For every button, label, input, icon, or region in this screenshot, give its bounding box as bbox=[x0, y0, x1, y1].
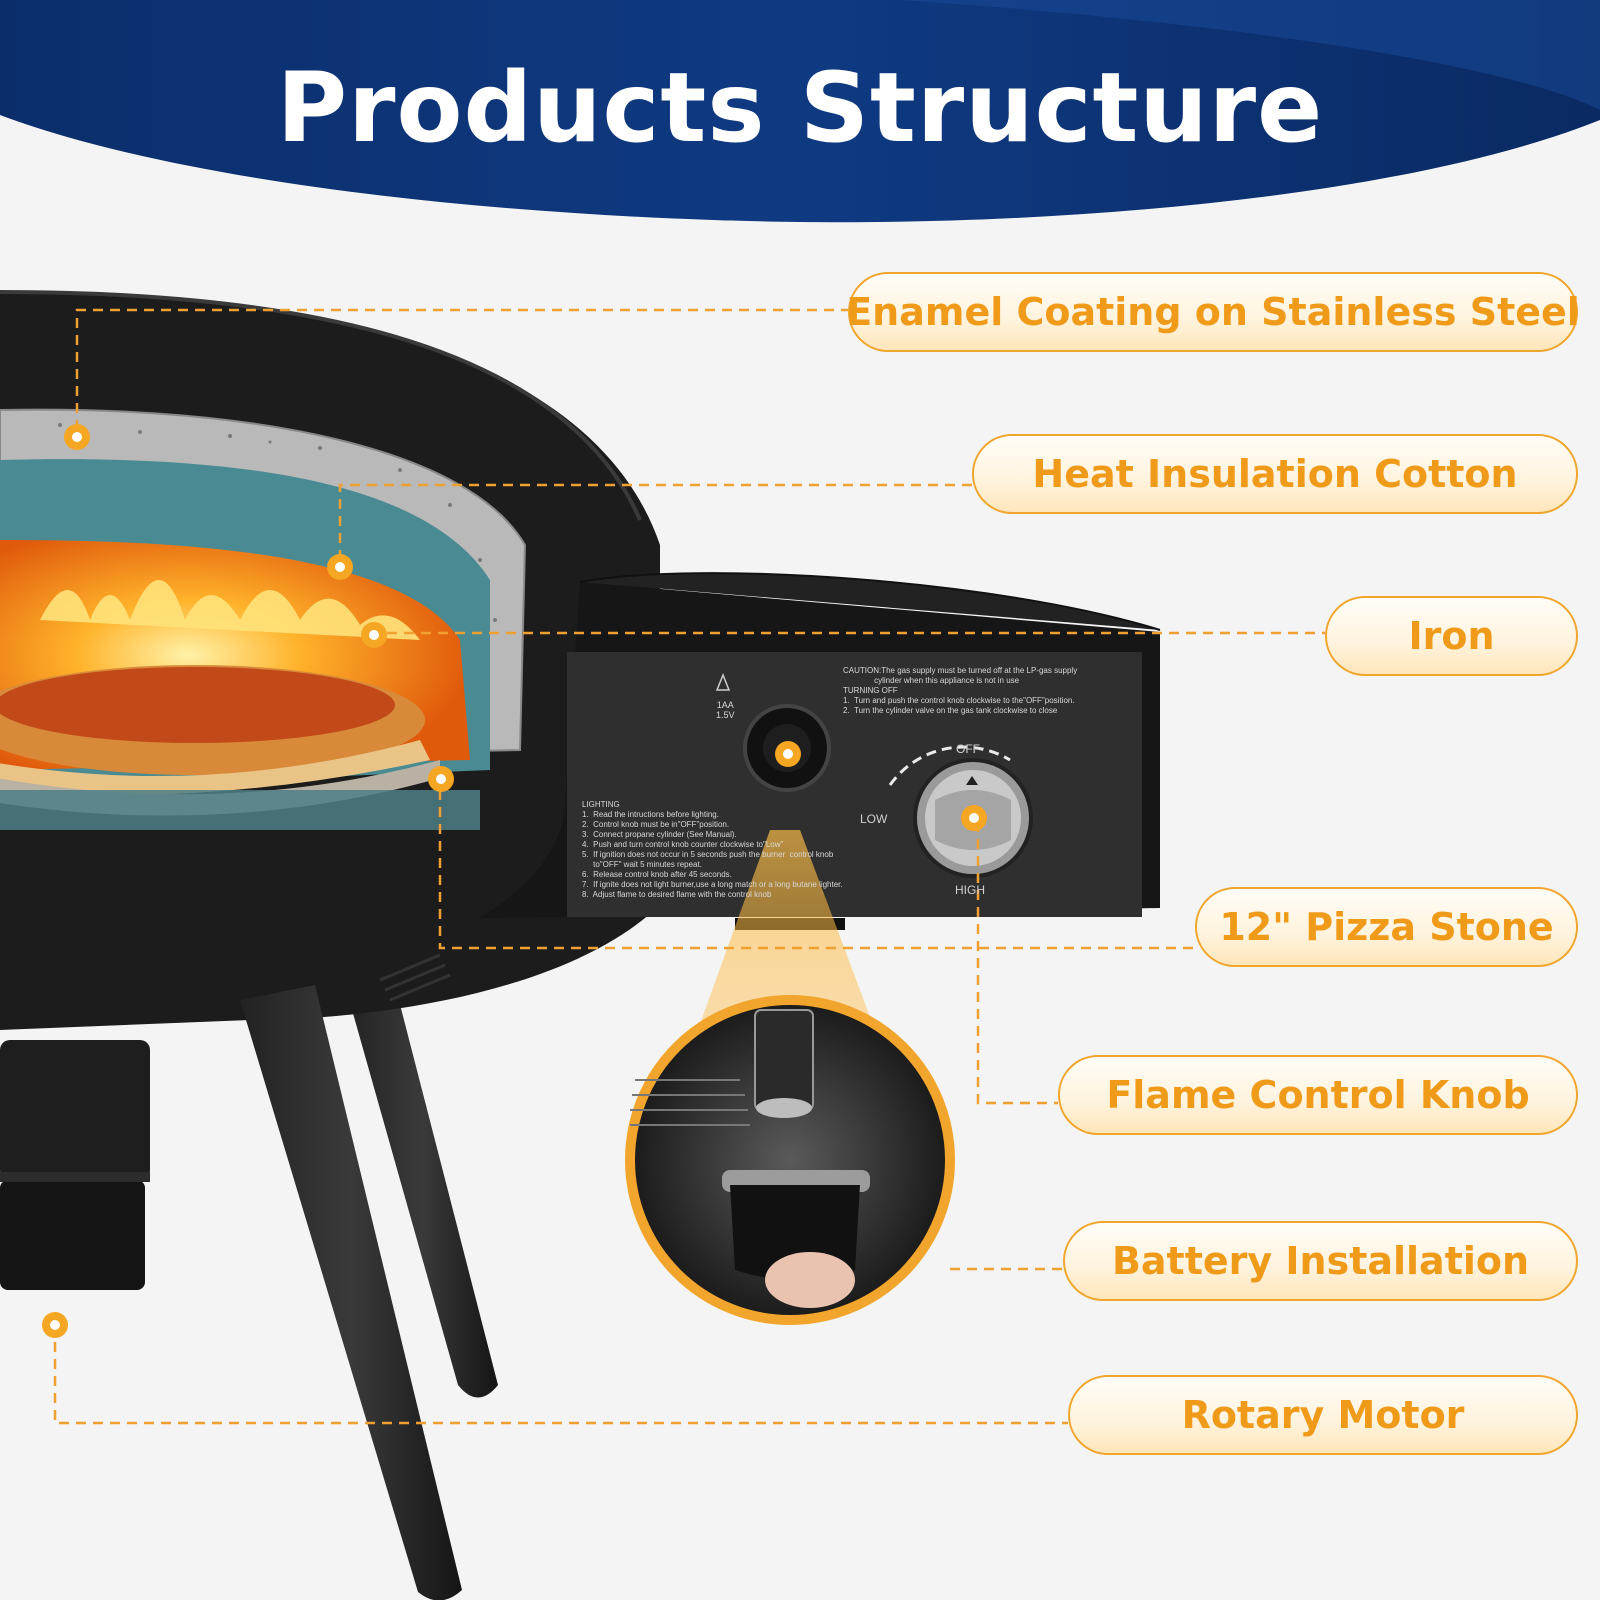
callout-pizza-stone: 12" Pizza Stone bbox=[1195, 887, 1578, 967]
control-panel bbox=[567, 652, 1142, 917]
rotary-motor-box bbox=[0, 1040, 150, 1290]
dial-low-label: LOW bbox=[860, 812, 888, 826]
callout-iron: Iron bbox=[1325, 596, 1578, 676]
dial-high-label: HIGH bbox=[955, 883, 985, 897]
page-title: Products Structure bbox=[276, 52, 1324, 164]
callout-rotary-motor: Rotary Motor bbox=[1068, 1375, 1578, 1455]
header-banner-highlight bbox=[900, 0, 1600, 110]
finger bbox=[765, 1252, 855, 1308]
callout-flame-control-knob: Flame Control Knob bbox=[1058, 1055, 1578, 1135]
battery-spec-label: 1AA 1.5V bbox=[716, 700, 735, 720]
callout-enamel-coating: Enamel Coating on Stainless Steel bbox=[846, 272, 1580, 352]
caution-text: CAUTION:The gas supply must be turned of… bbox=[843, 666, 1078, 715]
battery-zoom-inset bbox=[625, 995, 955, 1325]
front-leg bbox=[240, 985, 462, 1600]
back-leg bbox=[345, 985, 498, 1398]
dial-off-label: OFF bbox=[956, 742, 980, 756]
lighting-instructions: LIGHTING 1. Read the intructions before … bbox=[582, 800, 843, 899]
dial-scale bbox=[888, 745, 1011, 786]
leader-lines bbox=[53, 308, 1325, 1425]
callout-battery-installation: Battery Installation bbox=[1063, 1221, 1578, 1301]
header-banner bbox=[0, 0, 1600, 223]
oven-cutaway bbox=[0, 408, 527, 830]
callout-heat-insulation: Heat Insulation Cotton bbox=[972, 434, 1578, 514]
